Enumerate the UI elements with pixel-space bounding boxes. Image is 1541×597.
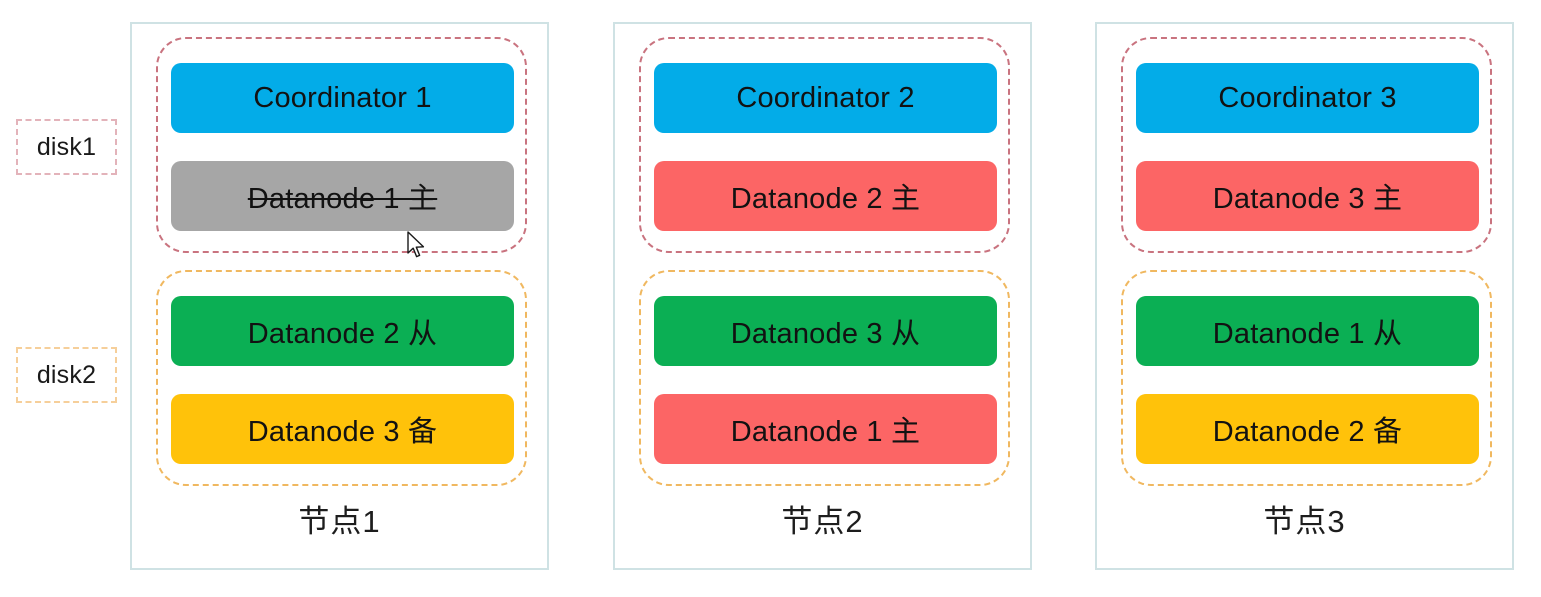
node-1-disk2-service-2: Datanode 3 备 [171,394,514,464]
disk2-legend-text: disk2 [36,360,97,389]
node-1-disk2-service-1-label: Datanode 2 从 [247,318,438,350]
node-3-disk1-service-2-label: Datanode 3 主 [1212,183,1403,215]
node-1-disk1-service-1-label: Coordinator 1 [253,81,432,114]
node-2-disk2-service-2: Datanode 1 主 [654,394,997,464]
node-1-disk1-service-2: Datanode 1 主 [171,161,514,231]
node-2-disk2-service-2-label: Datanode 1 主 [730,416,921,448]
node-3-disk1-service-1-label: Coordinator 3 [1218,81,1397,114]
node-1-disk1-service-1: Coordinator 1 [171,63,514,133]
disk1-legend-text: disk1 [36,132,97,161]
node-2-disk1-group: Coordinator 2 Datanode 2 主 [639,37,1010,253]
node-3-disk1-group: Coordinator 3 Datanode 3 主 [1121,37,1492,253]
node-1-caption: 节点1 [298,504,381,539]
node-3-disk2-group: Datanode 1 从 Datanode 2 备 [1121,270,1492,486]
node-2-caption: 节点2 [781,504,864,539]
node-2-disk1-service-1: Coordinator 2 [654,63,997,133]
disk2-legend-label: disk2 [16,347,117,403]
node-2-disk2-service-1-label: Datanode 3 从 [730,318,921,350]
node-2-disk1-service-2: Datanode 2 主 [654,161,997,231]
disk1-legend-label: disk1 [16,119,117,175]
node-2-disk2-group: Datanode 3 从 Datanode 1 主 [639,270,1010,486]
node-3-disk2-service-2: Datanode 2 备 [1136,394,1479,464]
node-1-disk2-service-1: Datanode 2 从 [171,296,514,366]
node-1-disk2-service-2-label: Datanode 3 备 [247,416,438,448]
node-3-disk1-service-2: Datanode 3 主 [1136,161,1479,231]
node-1-disk1-service-2-label: Datanode 1 主 [247,183,438,215]
node-box-2: Coordinator 2 Datanode 2 主 Datanode 3 从 … [613,22,1032,570]
node-3-disk2-service-1: Datanode 1 从 [1136,296,1479,366]
node-1-disk2-group: Datanode 2 从 Datanode 3 备 [156,270,527,486]
node-box-3: Coordinator 3 Datanode 3 主 Datanode 1 从 … [1095,22,1514,570]
node-box-1: Coordinator 1 Datanode 1 主 Datanode 2 从 … [130,22,549,570]
node-3-disk1-service-1: Coordinator 3 [1136,63,1479,133]
node-3-disk2-service-2-label: Datanode 2 备 [1212,416,1403,448]
node-2-disk1-service-1-label: Coordinator 2 [736,81,915,114]
node-2-disk2-service-1: Datanode 3 从 [654,296,997,366]
node-3-disk2-service-1-label: Datanode 1 从 [1212,318,1403,350]
node-3-caption: 节点3 [1263,504,1346,539]
node-1-disk1-group: Coordinator 1 Datanode 1 主 [156,37,527,253]
node-2-disk1-service-2-label: Datanode 2 主 [730,183,921,215]
